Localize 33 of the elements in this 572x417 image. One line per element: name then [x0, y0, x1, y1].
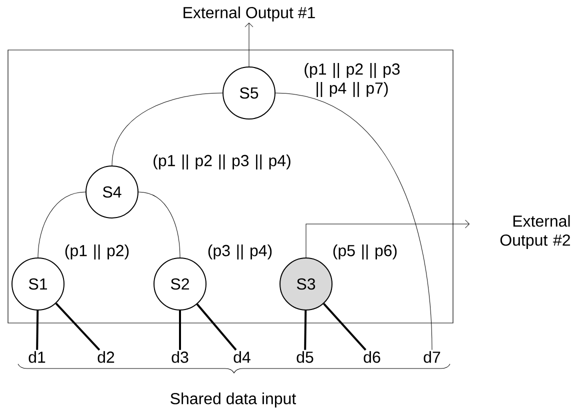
- connector-line: [323, 302, 366, 351]
- data-label: d6: [364, 351, 380, 363]
- condition-label: (p1 || p2 || p3 || p4): [154, 154, 290, 170]
- data-label: d5: [296, 351, 314, 363]
- condition-label: (p1 || p2 || p3 || p4 || p7): [304, 63, 400, 97]
- connector-line: [36, 310, 39, 350]
- circle-node: S5: [222, 66, 276, 120]
- data-label: d1: [28, 351, 46, 363]
- connector-line: [38, 192, 86, 258]
- connector-line: [196, 304, 237, 351]
- connector-line: [179, 310, 181, 350]
- data-label: d2: [98, 351, 114, 363]
- arrow: [244, 22, 254, 67]
- circle-node: S4: [86, 166, 138, 218]
- data-label: d7: [424, 351, 440, 363]
- connector-line: [112, 92, 223, 166]
- output-label: External Output #2: [500, 215, 570, 249]
- circle-node: S2: [154, 258, 206, 310]
- circle-node: S3: [280, 258, 332, 310]
- connector-line: [304, 310, 307, 350]
- frame-box: [8, 50, 454, 324]
- data-label: d3: [172, 351, 188, 363]
- connector-line: [138, 192, 180, 258]
- connector-line: [55, 302, 100, 351]
- arrow: [306, 220, 470, 258]
- condition-label: (p1 || p2): [65, 244, 129, 260]
- circle-node: S1: [12, 258, 64, 310]
- caption-label: Shared data input: [170, 392, 296, 408]
- output-label: External Output #1: [184, 6, 315, 22]
- connector-line: [275, 92, 432, 350]
- condition-label: (p5 || p6): [333, 244, 397, 260]
- data-label: d4: [234, 351, 250, 363]
- condition-label: (p3 || p4): [208, 244, 272, 260]
